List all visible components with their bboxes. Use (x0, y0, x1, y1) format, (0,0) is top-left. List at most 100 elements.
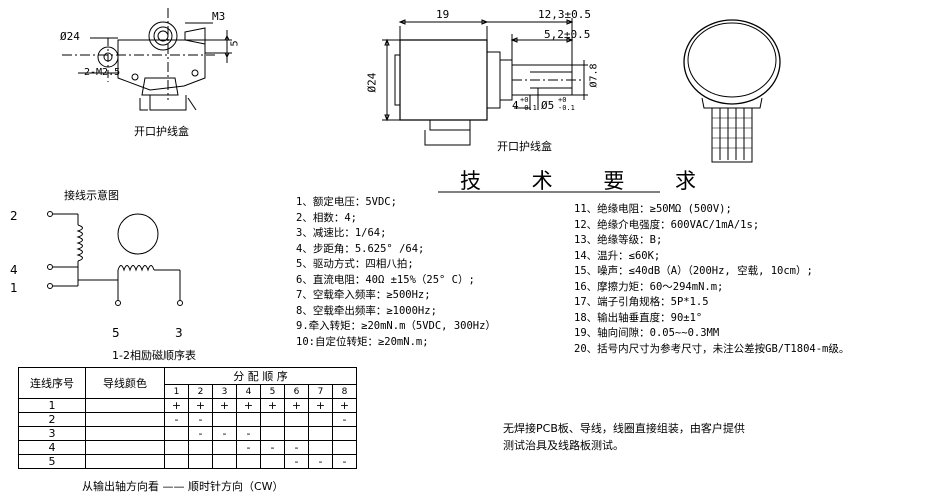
step-cell (284, 412, 309, 427)
wire-color-cell (85, 426, 165, 441)
dim-4-tol-bot: -0.1 (520, 104, 537, 112)
step-cell (308, 426, 333, 441)
requirement-item: 7、空载牵入频率：≥500Hz; (296, 289, 431, 301)
step-cell: - (284, 440, 309, 455)
requirement-item: 20、括号内尺寸为参考尺寸，未注公差按GB/T1804-m级。 (574, 342, 850, 355)
requirement-item: 9.牵入转矩：≥20mN.m（5VDC, 300Hz） (296, 320, 496, 332)
step-cell: - (164, 412, 189, 427)
wire-color-cell (85, 454, 165, 469)
step-cell (212, 440, 237, 455)
step-header: 3 (212, 384, 237, 399)
requirement-item: 17、端子引角规格：5P*1.5 (574, 296, 709, 308)
dim-d5-tol-bot: -0.1 (558, 104, 575, 112)
step-cell: - (236, 440, 261, 455)
table-row: 1 + + + + + + + + (18, 398, 357, 413)
dim-12-3-label: 12,3±0.5 (538, 8, 591, 21)
step-cell (164, 426, 189, 441)
step-cell (332, 440, 357, 455)
table-row: 5 - - - (18, 454, 357, 469)
step-cell: - (188, 412, 213, 427)
dim-d5-tol-top: +0 (558, 96, 567, 104)
requirement-item: 14、温升：≤60K; (574, 249, 661, 262)
step-cell (284, 426, 309, 441)
requirement-item: 10:自定位转矩：≥20mN.m; (296, 335, 429, 348)
step-cell: + (260, 398, 285, 413)
pin-2-label: 2 (10, 209, 18, 223)
rear-view-drawing (683, 19, 781, 163)
requirement-item: 15、噪声：≤40dB（A）（200Hz, 空载, 10cm）; (574, 265, 813, 277)
requirement-item: 12、绝缘介电强度：600VAC/1mA/1s; (574, 218, 760, 231)
step-cell: - (188, 426, 213, 441)
requirements-title: 技 术 要 求 (460, 169, 719, 193)
dim-d5-label: Ø5 (541, 99, 555, 112)
step-cell: + (212, 398, 237, 413)
table-row: 3 - - - (18, 426, 357, 441)
note-line: 测试治具及线路板测试。 (503, 439, 624, 452)
step-header: 1 (164, 384, 189, 399)
step-header: 4 (236, 384, 261, 399)
requirement-item: 4、步距角：5.625° /64; (296, 242, 425, 255)
step-cell: - (212, 426, 237, 441)
wire-no-cell: 3 (18, 426, 86, 441)
step-cell (212, 454, 237, 469)
assembly-note: 无焊接PCB板、导线，线圈直接组装，由客户提供 测试治具及线路板测试。 (503, 420, 745, 454)
requirement-item: 19、轴向间隙：0.05~~0.3MM (574, 327, 720, 339)
step-cell: + (284, 398, 309, 413)
step-cell: + (164, 398, 189, 413)
front-view-drawing (62, 8, 232, 111)
header-distribution: 分 配 顺 序 (164, 367, 357, 385)
wire-no-cell: 1 (18, 398, 86, 413)
step-header: 8 (332, 384, 357, 399)
wire-no-cell: 5 (18, 454, 86, 469)
step-header: 7 (308, 384, 333, 399)
step-cell (164, 440, 189, 455)
wire-color-cell (85, 412, 165, 427)
pin-3-label: 3 (175, 326, 183, 340)
wire-color-cell (85, 440, 165, 455)
step-cell (188, 440, 213, 455)
sequence-title: 1-2相励磁顺序表 (112, 349, 196, 362)
pin-1-label: 1 (10, 281, 18, 295)
step-cell: - (236, 426, 261, 441)
note-line: 无焊接PCB板、导线，线圈直接组装，由客户提供 (503, 422, 745, 435)
wire-color-cell (85, 398, 165, 413)
requirement-item: 16、摩擦力矩：60～294mN.m; (574, 280, 724, 293)
step-cell: + (188, 398, 213, 413)
pin-5-label: 5 (112, 326, 120, 340)
step-cell: - (332, 412, 357, 427)
step-cell: + (332, 398, 357, 413)
side-box-label: 开口护线盒 (497, 140, 552, 153)
requirement-item: 1、额定电压：5VDC; (296, 196, 397, 208)
step-cell (332, 426, 357, 441)
front-diameter-label: Ø24 (60, 30, 80, 43)
requirements-left-list: 1、额定电压：5VDC; 2、相数：4; 3、减速比：1/64; 4、步距角：5… (296, 195, 496, 350)
rotation-footer: 从输出轴方向看 —— 顺时针方向（CW） (82, 480, 284, 493)
step-header: 6 (284, 384, 309, 399)
requirement-item: 8、空载牵出频率：≥1000Hz; (296, 304, 437, 317)
requirement-item: 5、驱动方式：四相八拍; (296, 258, 414, 270)
requirement-item: 18、输出轴垂直度：90±1° (574, 311, 703, 324)
wiring-title: 接线示意图 (64, 189, 119, 202)
pin-4-label: 4 (10, 263, 18, 277)
step-header: 5 (260, 384, 285, 399)
step-cell (260, 454, 285, 469)
side-view-drawing (382, 18, 588, 146)
step-header: 2 (188, 384, 213, 399)
requirements-right-list: 11、绝缘电阻：≥50MΩ (500V); 12、绝缘介电强度：600VAC/1… (574, 202, 849, 357)
requirement-item: 3、减速比：1/64; (296, 227, 387, 239)
wire-no-cell: 2 (18, 412, 86, 427)
step-cell: - (308, 454, 333, 469)
step-cell (164, 454, 189, 469)
requirement-item: 13、绝缘等级：B; (574, 234, 663, 246)
front-screw-label: M3 (212, 10, 226, 23)
requirement-item: 6、直流电阻：40Ω ±15%（25° C）; (296, 273, 475, 286)
header-wire-color: 导线颜色 (85, 367, 165, 399)
header-wire-no: 连线序号 (18, 367, 86, 399)
table-row: 2 - - - (18, 412, 357, 427)
wire-no-cell: 4 (18, 440, 86, 455)
step-cell: - (284, 454, 309, 469)
requirement-item: 2、相数：4; (296, 211, 357, 224)
step-cell (236, 412, 261, 427)
